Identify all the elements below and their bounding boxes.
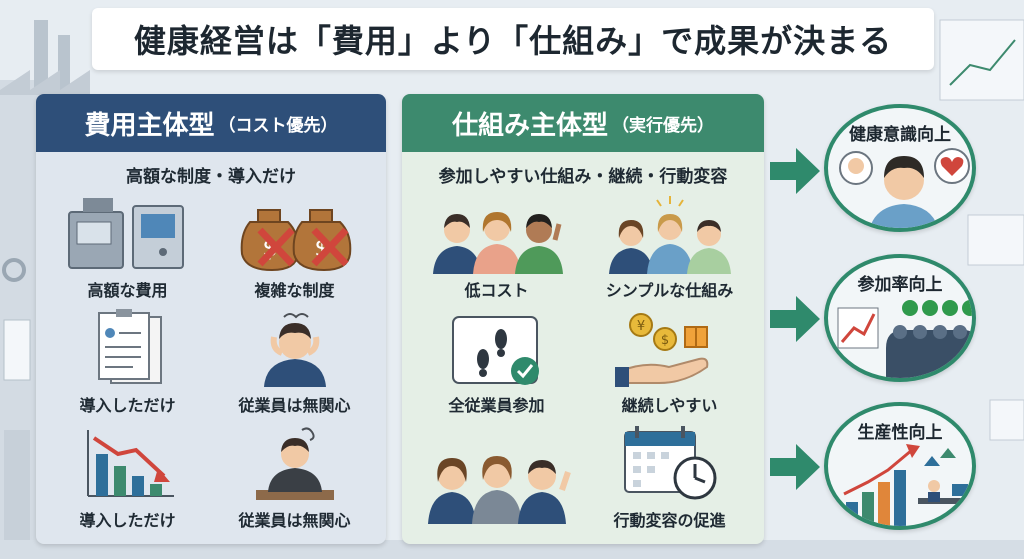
cost-item: 導入しただけ	[44, 422, 211, 537]
bored-worker-icon	[255, 427, 334, 500]
cost-driven-panel: 費用主体型 （コスト優先） 高額な制度・導入だけ 高額な費用 $ $	[36, 94, 386, 544]
stressed-worker-icon	[263, 313, 326, 387]
arrow-right-icon	[770, 444, 820, 490]
cost-item-label: 複雑な制度	[254, 281, 335, 300]
svg-text:$: $	[660, 333, 668, 348]
cost-item: 導入しただけ	[44, 307, 211, 422]
machine-icon	[67, 198, 184, 269]
health-awareness-icon	[839, 148, 970, 228]
cost-item: 高額な費用	[44, 192, 211, 307]
system-item: 全従業員参加	[410, 307, 583, 422]
document-icon	[97, 309, 162, 384]
cost-item-label: 高額な費用	[87, 281, 168, 300]
cost-driven-header: 費用主体型 （コスト優先）	[36, 94, 386, 152]
outcome-productivity: 生産性向上	[824, 402, 976, 530]
system-item-label: 行動変容の促進	[613, 511, 726, 530]
system-item-label: 低コスト	[464, 281, 529, 300]
outcome-label: 生産性向上	[857, 423, 943, 443]
cost-driven-subtitle: （コスト優先）	[218, 115, 338, 136]
arrow-right-icon	[770, 148, 820, 194]
outcome-label: 参加率向上	[857, 275, 943, 295]
page-title: 健康経営は「費用」より「仕組み」で成果が決まる	[133, 22, 893, 60]
calendar-clock-icon	[623, 426, 716, 500]
system-item: シンプルな仕組み	[583, 192, 756, 307]
outcome-participation: 参加率向上	[824, 254, 976, 382]
system-driven-caption: 参加しやすい仕組み・継続・行動変容	[438, 167, 728, 187]
outcome-label: 健康意識向上	[849, 125, 951, 145]
outcome-health-awareness: 健康意識向上	[824, 104, 976, 232]
cost-item: 従業員は無関心	[211, 422, 378, 537]
cost-item: $ $ 複雑な制度	[211, 192, 378, 307]
system-driven-subtitle: （実行優先）	[612, 115, 714, 136]
footsteps-check-icon	[451, 316, 539, 385]
cost-item-label: 従業員は無関心	[238, 511, 351, 530]
cost-item-label: 導入しただけ	[79, 396, 176, 415]
hand-coins-icon: ¥ $	[614, 313, 708, 387]
declining-chart-icon	[86, 430, 174, 497]
money-bags-crossed-icon: $ $	[240, 209, 351, 272]
cost-item-label: 導入しただけ	[79, 511, 176, 530]
happy-team-icon	[432, 212, 563, 274]
productivity-icon	[843, 444, 972, 526]
system-item: ¥ $ 継続しやすい	[583, 307, 756, 422]
title-banner: 健康経営は「費用」より「仕組み」で成果が決まる	[92, 8, 934, 70]
system-driven-panel: 仕組み主体型 （実行優先） 参加しやすい仕組み・継続・行動変容 低コスト	[402, 94, 764, 544]
system-item: 行動変容の促進	[583, 422, 756, 537]
system-item-label: シンプルな仕組み	[605, 281, 734, 300]
cost-driven-title: 費用主体型	[84, 110, 215, 141]
arrow-right-icon	[770, 296, 820, 342]
cost-item-label: 従業員は無関心	[238, 396, 351, 415]
cost-driven-caption: 高額な制度・導入だけ	[126, 167, 296, 187]
system-driven-title: 仕組み主体型	[451, 110, 608, 141]
participation-icon	[837, 300, 972, 378]
system-item-label: 全従業員参加	[448, 396, 545, 415]
system-driven-header: 仕組み主体型 （実行優先）	[402, 94, 764, 152]
system-item: 低コスト	[410, 192, 583, 307]
svg-text:¥: ¥	[636, 319, 644, 334]
system-item	[410, 422, 583, 537]
group-icon	[608, 196, 731, 274]
cost-item: 従業員は無関心	[211, 307, 378, 422]
cheering-team-icon	[427, 456, 571, 524]
system-item-label: 継続しやすい	[621, 396, 718, 415]
